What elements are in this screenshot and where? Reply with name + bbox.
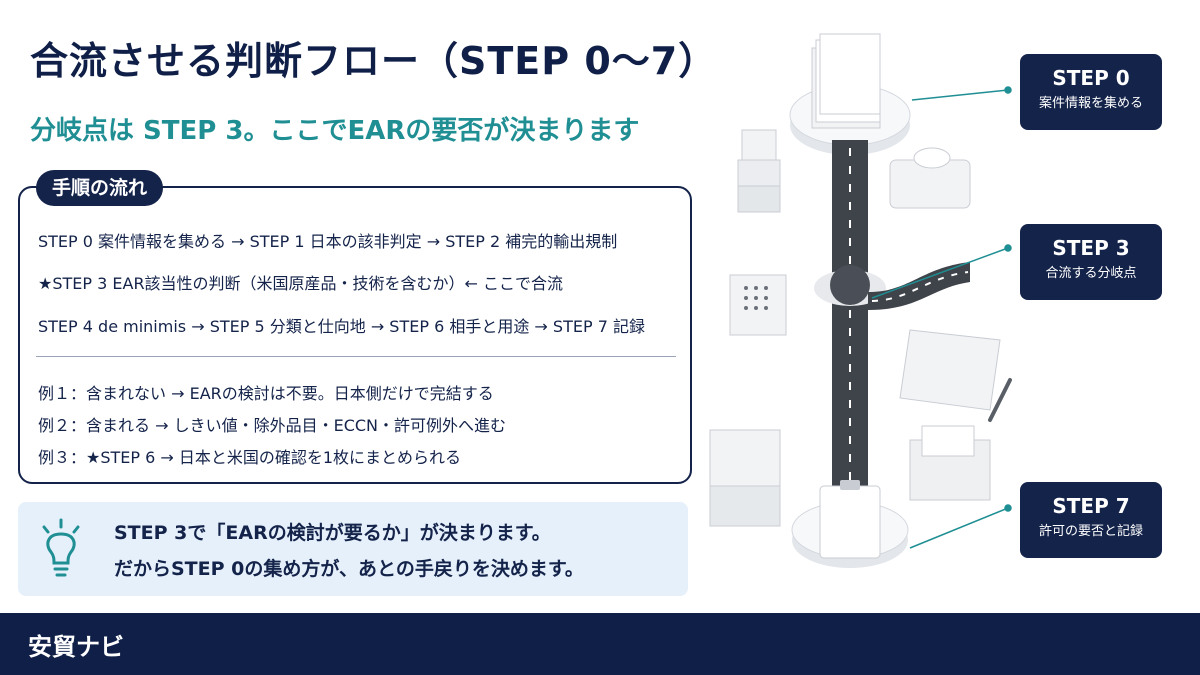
lightbulb-icon — [42, 518, 80, 577]
callout-step-3-subtitle: 合流する分岐点 — [1045, 266, 1137, 281]
flow-line-1: STEP 0 案件情報を集める → STEP 1 日本の該非判定 → STEP … — [38, 232, 618, 251]
box-stack-icon — [737, 129, 781, 213]
callout-step-0: STEP 0 案件情報を集める — [1020, 54, 1162, 130]
callout-step-0-subtitle: 案件情報を集める — [1038, 96, 1143, 111]
page-subtitle: 分岐点は STEP 3。ここでEARの要否が決まります — [30, 116, 640, 146]
tip-box: STEP 3で「EARの検討が要るか」が決まります。 だからSTEP 0の集め方… — [18, 502, 688, 596]
callout-step-3: STEP 3 合流する分岐点 — [1020, 224, 1162, 300]
document-stack-icon — [811, 33, 881, 129]
pen-icon — [988, 378, 1012, 422]
example-line-2: 例２：含まれる → しきい値・除外品目・ECCN・許可例外へ進む — [38, 416, 507, 435]
brand-logo: 安貿ナビ — [28, 633, 124, 661]
clipboard-icon — [819, 485, 881, 559]
example-line-1: 例１：含まれない → EARの検討は不要。日本側だけで完結する — [38, 384, 494, 403]
page-title: 合流させる判断フロー（STEP 0〜7） — [30, 39, 718, 83]
example-line-3: 例３：★STEP 6 → 日本と米国の確認を1枚にまとめられる — [38, 448, 462, 467]
footer-bar: 安貿ナビ — [0, 613, 1200, 675]
tip-line-1: STEP 3で「EARの検討が要るか」が決まります。 — [114, 522, 551, 544]
callout-step-7: STEP 7 許可の要否と記録 — [1020, 482, 1162, 558]
tip-line-2: だからSTEP 0の集め方が、あとの手戻りを決めます。 — [114, 558, 584, 580]
file-box-icon — [909, 425, 991, 501]
callout-step-3-title: STEP 3 — [1052, 236, 1130, 260]
storage-box-icon — [709, 429, 781, 527]
speaker-cube-icon — [729, 274, 787, 336]
device-icon — [889, 147, 971, 209]
steps-tab-label: 手順の流れ — [36, 170, 164, 206]
callout-step-7-title: STEP 7 — [1052, 494, 1130, 518]
callout-step-7-subtitle: 許可の要否と記録 — [1038, 524, 1143, 539]
book-icon — [899, 329, 1001, 411]
steps-panel — [18, 186, 692, 484]
flow-line-2: ★STEP 3 EAR該当性の判断（米国原産品・技術を含むか）← ここで合流 — [38, 274, 564, 293]
divider — [36, 356, 676, 357]
flow-road-illustration — [709, 33, 1012, 568]
flow-line-3: STEP 4 de minimis → STEP 5 分類と仕向地 → STEP… — [38, 317, 645, 336]
callout-step-0-title: STEP 0 — [1052, 66, 1130, 90]
